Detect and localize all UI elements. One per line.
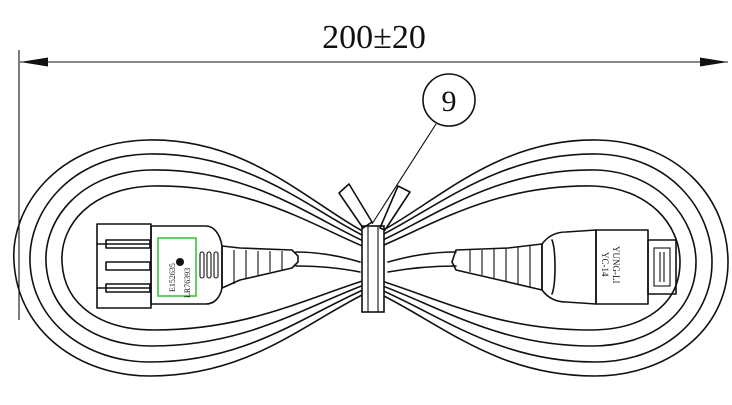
connector-strain-relief [451, 243, 543, 291]
connector-body [541, 229, 597, 305]
leader-line [371, 123, 437, 225]
tie-tab-left [338, 183, 373, 229]
connector-socket-recess [653, 247, 671, 287]
plug-pin-top [105, 239, 151, 249]
plug-grip-slot-1 [199, 251, 205, 279]
dimension-label: 200±20 [322, 19, 426, 56]
balloon-label: 9 [442, 85, 457, 118]
plug-grip-slot-2 [206, 251, 212, 279]
tie-tab-right [379, 185, 411, 231]
plug-grip-slot-3 [213, 251, 219, 279]
connector-socket-face [647, 239, 677, 295]
appliance-connector: YUNG-LI YC-14 [451, 229, 677, 305]
plug-pin-bottom [105, 283, 151, 293]
connector-body-curve [551, 239, 556, 295]
mains-plug: E152635 LR76393 [96, 223, 299, 309]
dimension-callout: 200±20 [18, 19, 728, 320]
plug-pin-middle [105, 261, 151, 271]
connector-marking-line2: YC-14 [600, 252, 610, 277]
cord-lead-left-upper [295, 251, 361, 263]
arrowhead-right-icon [700, 57, 728, 67]
tie-band-body [361, 225, 385, 313]
tie-band [338, 183, 411, 313]
arrowhead-left-icon [20, 57, 48, 67]
balloon-circle [422, 73, 476, 127]
plug-strain-relief [221, 245, 299, 289]
plug-face [96, 223, 152, 309]
balloon-callout: 9 [371, 73, 476, 225]
cord-lead-right-upper [387, 251, 457, 263]
cord-lead-right-lower [387, 265, 457, 273]
plug-marking-line1: E152635 [168, 263, 177, 292]
plug-marking-line2: LR76393 [183, 268, 192, 298]
cord-lead-left-lower [295, 265, 361, 273]
plug-marking-highlight [157, 237, 197, 297]
plug-marking-dot-icon [176, 258, 184, 266]
connector-marking-line1: YUNG-LI [611, 246, 621, 284]
